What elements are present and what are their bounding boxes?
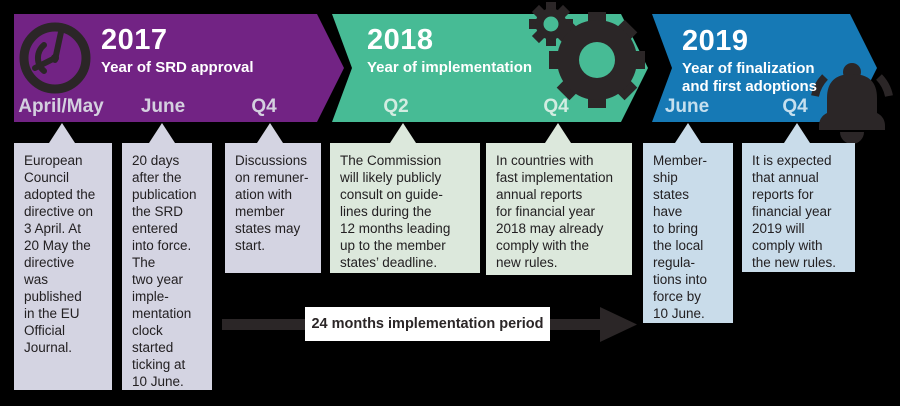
clock-icon [19,22,91,94]
gears-icon [529,2,645,108]
event-box-q2-2018: The Commission will likely publicly cons… [330,143,480,273]
event-box-april-may: European Council adopted the directive o… [14,143,112,390]
box-pointer-june-2017 [149,123,175,143]
event-box-june-2019: Member- ship states have to bring the lo… [643,143,733,323]
box-pointer-q4-2017 [257,123,283,143]
year-2019: 2019 [682,25,749,57]
milestone-june-2019: June [664,96,710,117]
event-box-q4-2019: It is expected that annual reports for f… [742,143,855,272]
milestone-q4-2018: Q4 [543,96,569,117]
event-box-q4-2017: Discussions on remuner- ation with membe… [225,143,321,273]
implementation-arrow-head [600,307,637,342]
event-box-q4-2018: In countries with fast implementation an… [486,143,632,275]
subtitle-2018: Year of implementation [367,59,533,76]
event-box-june-2017: 20 days after the publication the SRD en… [122,143,212,390]
box-pointer-q4-2019 [784,123,810,143]
banner-2017-shape [14,14,344,122]
bell-icon [811,63,893,144]
milestone-q2-2018: Q2 [383,96,409,117]
box-pointer-april-may [49,123,75,143]
milestone-april-may: April/May [18,96,104,117]
banner-2019-shape [652,14,877,122]
box-pointer-q2-2018 [390,123,416,143]
year-2017: 2017 [101,24,168,56]
box-pointer-q4-2018 [545,123,571,143]
banner-2018-title: 2018 Year of implementation [367,26,532,77]
banner-2019-title: 2019 Year of finalization and first adop… [682,27,817,95]
subtitle-2017: Year of SRD approval [101,59,254,76]
milestone-june-2017: June [140,96,186,117]
subtitle-2019: Year of finalization and first adoptions [682,60,817,95]
implementation-period-label: 24 months implementation period [305,307,550,341]
milestone-q4-2017: Q4 [251,96,277,117]
box-pointer-june-2019 [675,123,701,143]
banner-2017-title: 2017 Year of SRD approval [101,26,254,77]
year-2018: 2018 [367,24,434,56]
milestone-q4-2019: Q4 [782,96,808,117]
